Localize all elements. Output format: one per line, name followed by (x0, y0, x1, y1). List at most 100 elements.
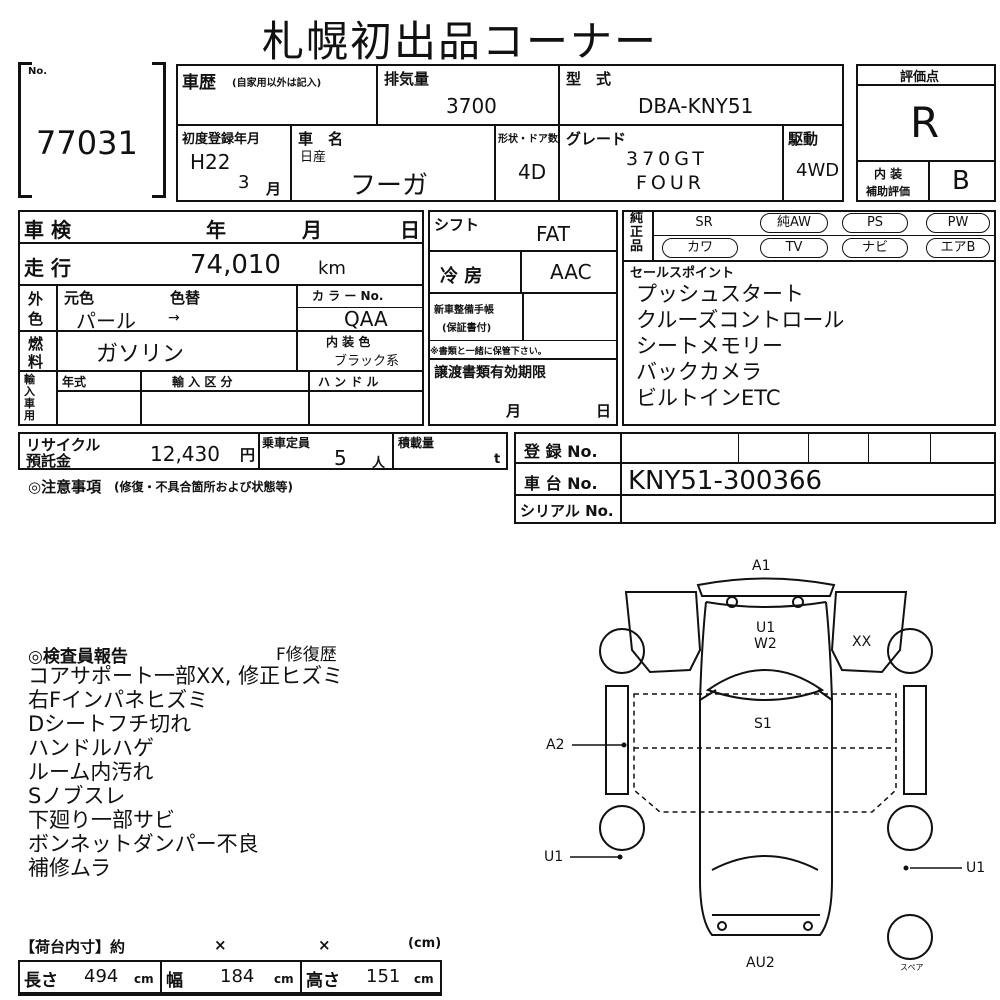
mark-u1-front: U1 (756, 620, 776, 636)
orig-color-label: 元色 (64, 289, 95, 307)
mark-a2: A2 (546, 737, 565, 753)
recycle-row (18, 432, 508, 470)
report-line-7: 下廻り一部サビ (28, 808, 175, 832)
mark-s1: S1 (754, 716, 772, 732)
drive-label: 駆動 (788, 130, 819, 148)
equip-sr: SR (695, 215, 713, 230)
history-label: 車歴 (182, 73, 216, 93)
displacement-value: 3700 (446, 94, 497, 118)
capacity-value: 5 (334, 446, 347, 470)
repaint-label: 色替 (170, 289, 201, 307)
page-title: 札幌初出品コーナー (262, 17, 659, 66)
transfer-day: 日 (596, 402, 612, 420)
serial-label: シリアル No. (520, 502, 614, 520)
capacity-label: 乗車定員 (262, 436, 311, 450)
cargo-length-unit: cm (134, 972, 154, 986)
repaint-arrow: → (168, 310, 180, 326)
transfer-month: 月 (506, 402, 522, 420)
color-code-label: カ ラ ー No. (312, 289, 384, 303)
doors-value: 4D (518, 160, 547, 184)
cargo-width-label: 幅 (166, 971, 183, 991)
shift-label: シフト (434, 216, 480, 234)
equip-leather: カワ (662, 238, 738, 258)
mileage-label: 走 行 (24, 256, 71, 280)
color-code-value: QAA (344, 307, 388, 331)
cargo-length-label: 長さ (24, 971, 58, 991)
first-reg-month-unit: 月 (266, 180, 282, 198)
sales-point-2: クルーズコントロール (636, 308, 845, 332)
recycle-label1: リサイクル (26, 436, 101, 454)
equip-airbag: エアB (926, 238, 990, 258)
interior-score-value: B (952, 166, 970, 196)
equip-pw: PW (926, 213, 990, 233)
cargo-length: 494 (84, 966, 119, 987)
equipment-box (622, 210, 996, 426)
mark-au2: AU2 (746, 955, 775, 971)
car-maker: 日産 (300, 150, 327, 165)
sales-point-1: プッシュスタート (636, 282, 804, 306)
cargo-width: 184 (220, 966, 255, 987)
mark-w2: W2 (754, 636, 777, 652)
inspection-year: 年 (206, 218, 226, 242)
chassis-value: KNY51-300366 (628, 466, 823, 496)
report-line-4: ハンドルハゲ (28, 736, 154, 760)
cargo-x1: × (214, 936, 227, 954)
interior-score-label2: 補助評価 (866, 185, 910, 198)
recycle-unit: 円 (240, 446, 256, 464)
grade-line2: FOUR (636, 172, 705, 194)
model-label: 型 式 (566, 70, 612, 88)
equip-navi: ナビ (842, 238, 908, 258)
fuel-label1: 燃 (28, 335, 44, 353)
cargo-height-label: 高さ (306, 971, 340, 991)
left-detail-grid (18, 210, 424, 426)
mark-a1: A1 (752, 558, 771, 574)
repair-history: F修復歴 (276, 645, 337, 665)
mark-xx: XX (852, 634, 872, 650)
recycle-value: 12,430 (150, 442, 220, 466)
cargo-unit: (cm) (408, 936, 442, 951)
history-sublabel: (自家用以外は記入) (232, 78, 322, 89)
load-label: 積載量 (398, 436, 435, 450)
orig-color-value: パール (76, 309, 136, 333)
ac-value: AAC (550, 260, 592, 284)
car-name-label: 車 名 (298, 130, 344, 148)
model-value: DBA-KNY51 (638, 94, 754, 118)
car-name-value: フーガ (350, 171, 429, 201)
report-line-6: Sノブスレ (28, 784, 126, 808)
lot-number: 77031 (36, 124, 138, 162)
sales-points-label: セールスポイント (630, 266, 735, 281)
mileage-value: 74,010 (190, 250, 281, 280)
first-reg-year: H22 (190, 150, 231, 174)
load-unit: t (494, 452, 501, 467)
cargo-height-unit: cm (414, 972, 434, 986)
fuel-value: ガソリン (96, 342, 185, 367)
exterior-label2: 色 (28, 310, 44, 328)
cargo-label: 【荷台内寸】約 (20, 938, 126, 956)
cargo-height: 151 (366, 966, 401, 987)
spare-tire-label: スペア (900, 963, 924, 972)
interior-score-label1: 内 装 (874, 167, 903, 181)
import-handle-label: ハ ン ド ル (318, 375, 379, 389)
cargo-x2: × (318, 936, 331, 954)
mark-u1-left: U1 (544, 849, 564, 865)
cargo-width-unit: cm (274, 972, 294, 986)
caution-sub: (修復・不具合箇所および状態等) (114, 480, 293, 494)
score-box (856, 64, 996, 202)
report-line-9: 補修ムラ (28, 856, 111, 880)
report-line-1: コアサポート一部XX, 修正ヒズミ (28, 664, 344, 688)
lot-number-box: No. 77031 (18, 62, 166, 198)
equip-ps: PS (842, 213, 908, 233)
registration-label: 登 録 No. (524, 442, 598, 461)
caution-label: ◎注意事項 (28, 478, 102, 496)
shift-value: FAT (536, 222, 571, 246)
interior-color-value: ブラック系 (334, 354, 400, 369)
capacity-unit: 人 (372, 456, 386, 471)
score-label: 評価点 (900, 70, 940, 85)
grade-line1: 370GT (626, 148, 708, 170)
vehicle-info-grid (176, 64, 844, 202)
equip-alloy-wheel: 純AW (760, 213, 828, 233)
first-reg-month: 3 (238, 172, 250, 193)
manual-note: ※書類と一緒に保管下さい。 (430, 347, 547, 357)
mark-u1-right: U1 (966, 860, 986, 876)
